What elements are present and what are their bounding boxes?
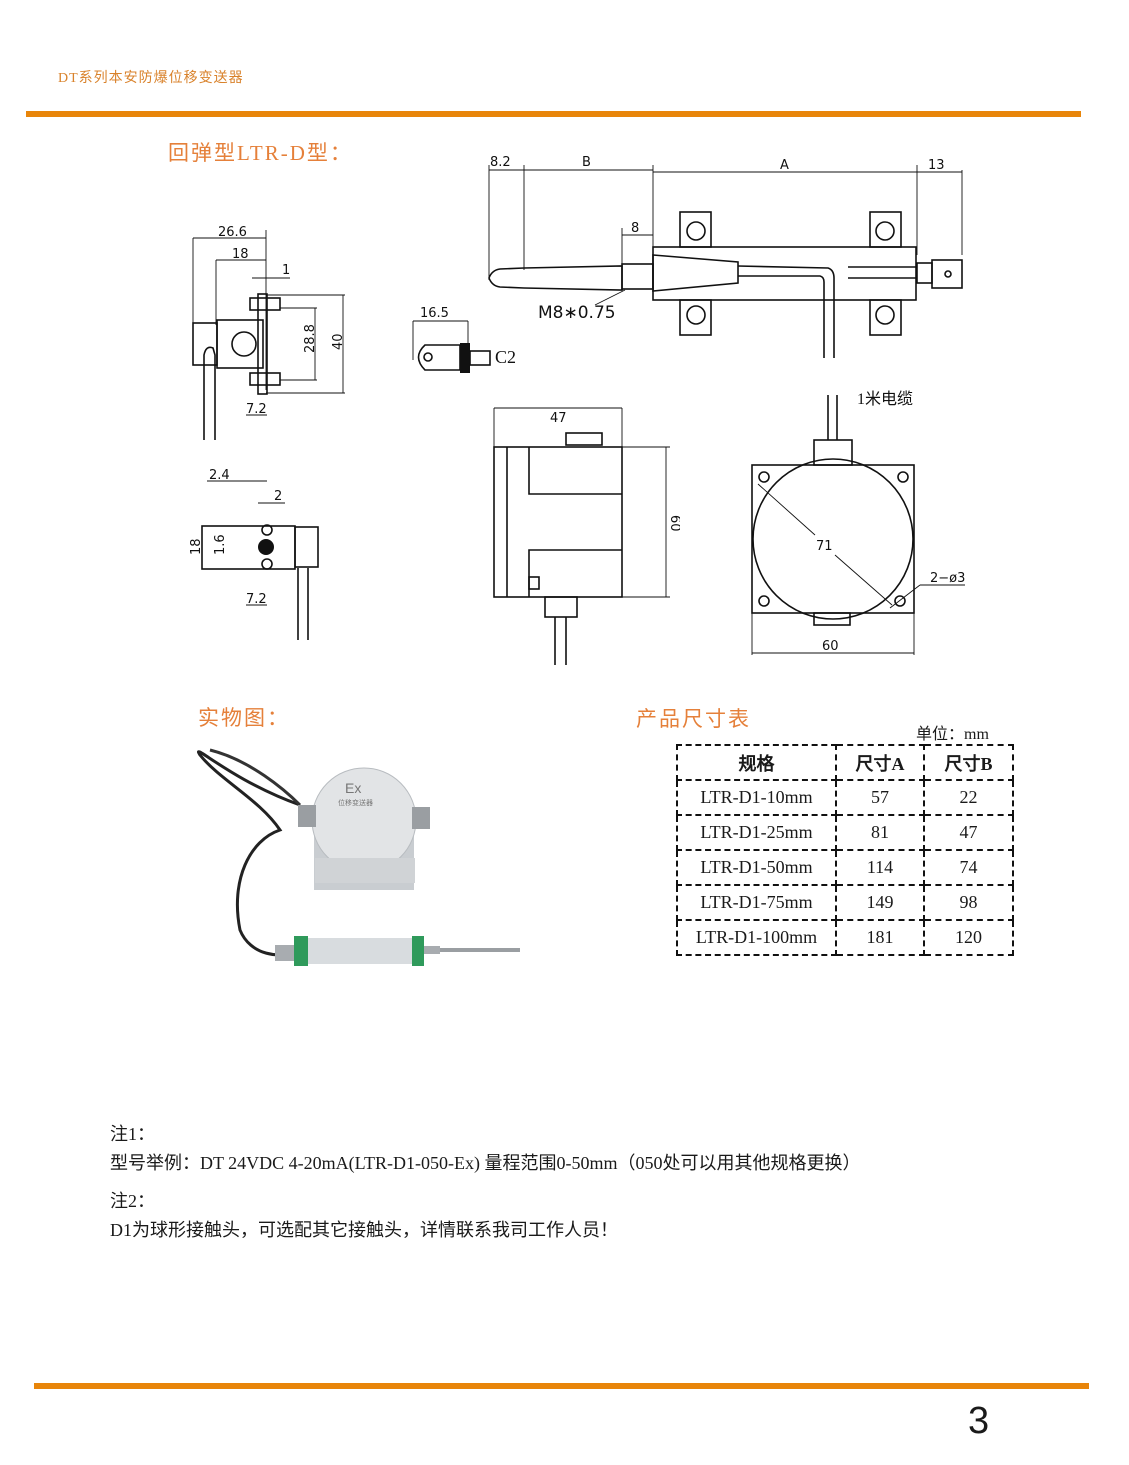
unit-label: 单位：mm [916,726,989,743]
header-dim-a: 尺寸A [835,744,925,781]
svg-text:1.6: 1.6 [213,534,228,555]
cell-model: LTR-D1-100mm [676,919,837,956]
cell-dim-a: 57 [835,779,925,816]
table-row: LTR-D1-25mm 81 47 [676,814,1014,851]
cell-dim-a: 81 [835,814,925,851]
drawing-section-title: 回弹型LTR-D型： [168,141,353,165]
cell-dim-a: 149 [835,884,925,921]
dimension-table: 规格 尺寸A 尺寸B LTR-D1-10mm 57 22 LTR-D1-25mm… [676,744,1014,956]
svg-text:1: 1 [282,263,290,278]
note2-label: 注2： [110,1191,155,1211]
table-row: LTR-D1-50mm 114 74 [676,849,1014,886]
svg-text:7.2: 7.2 [246,592,267,607]
cell-dim-b: 74 [923,849,1014,886]
cell-dim-a: 114 [835,849,925,886]
header-dim-b: 尺寸B [923,744,1014,781]
note2-text: D1为球形接触头，可选配其它接触头，详情联系我司工作人员！ [110,1220,618,1240]
svg-text:Ex: Ex [345,780,361,796]
photo-section-title: 实物图： [198,706,290,730]
svg-text:40: 40 [331,333,346,350]
table-section-title: 产品尺寸表 [636,707,751,731]
svg-text:2: 2 [274,489,282,504]
svg-text:2.4: 2.4 [209,468,230,483]
svg-text:16.5: 16.5 [420,306,449,321]
table-row: LTR-D1-75mm 149 98 [676,884,1014,921]
table-row: LTR-D1-100mm 181 120 [676,919,1014,956]
svg-text:8: 8 [631,221,639,236]
header-spec: 规格 [676,744,837,781]
cell-dim-b: 98 [923,884,1014,921]
svg-text:7.2: 7.2 [246,402,267,417]
svg-text:C2: C2 [495,347,516,367]
side-view-bottom-drawing: 2.4 2 18 1.6 7.2 [189,468,319,640]
svg-text:28.8: 28.8 [303,324,318,353]
note1-text: 型号举例：DT 24VDC 4-20mA(LTR-D1-050-Ex) 量程范围… [110,1153,861,1173]
cell-model: LTR-D1-10mm [676,779,837,816]
svg-text:M8∗0.75: M8∗0.75 [538,303,616,323]
svg-text:47: 47 [550,411,567,426]
svg-text:A: A [780,158,789,173]
cell-dim-b: 120 [923,919,1014,956]
document-header-title: DT系列本安防爆位移变送器 [58,71,244,86]
svg-text:1米电缆: 1米电缆 [857,390,913,408]
page-number: 3 [968,1400,990,1442]
cell-dim-a: 181 [835,919,925,956]
note1-label: 注1： [110,1124,155,1144]
main-sensor-drawing: 8.2 B A 13 8 M8∗0.75 [488,155,963,358]
box-front-drawing: 1米电缆 71 2−ø3 60 [751,390,965,655]
cell-dim-b: 22 [923,779,1014,816]
svg-text:13: 13 [928,158,945,173]
svg-text:18: 18 [189,538,204,555]
svg-text:71: 71 [816,539,833,554]
cell-model: LTR-D1-25mm [676,814,837,851]
cell-dim-b: 47 [923,814,1014,851]
svg-text:2−ø3: 2−ø3 [930,571,965,586]
table-row: LTR-D1-10mm 57 22 [676,779,1014,816]
box-side-drawing: 47 60 [493,407,680,665]
cell-model: LTR-D1-75mm [676,884,837,921]
cell-model: LTR-D1-50mm [676,849,837,886]
side-view-top-drawing: 26.6 18 1 28.8 40 7.2 [192,225,346,440]
end-view-drawing: 16.5 C2 [412,306,516,373]
svg-text:18: 18 [232,247,249,262]
footer-divider [34,1383,1089,1389]
product-photo: Ex 位移变送器 [197,748,520,966]
svg-text:60: 60 [667,515,680,532]
svg-text:B: B [582,155,591,170]
svg-text:位移变送器: 位移变送器 [338,798,373,807]
svg-text:26.6: 26.6 [218,225,247,240]
svg-text:8.2: 8.2 [490,155,511,170]
header-divider [26,111,1081,117]
svg-text:60: 60 [822,639,839,654]
